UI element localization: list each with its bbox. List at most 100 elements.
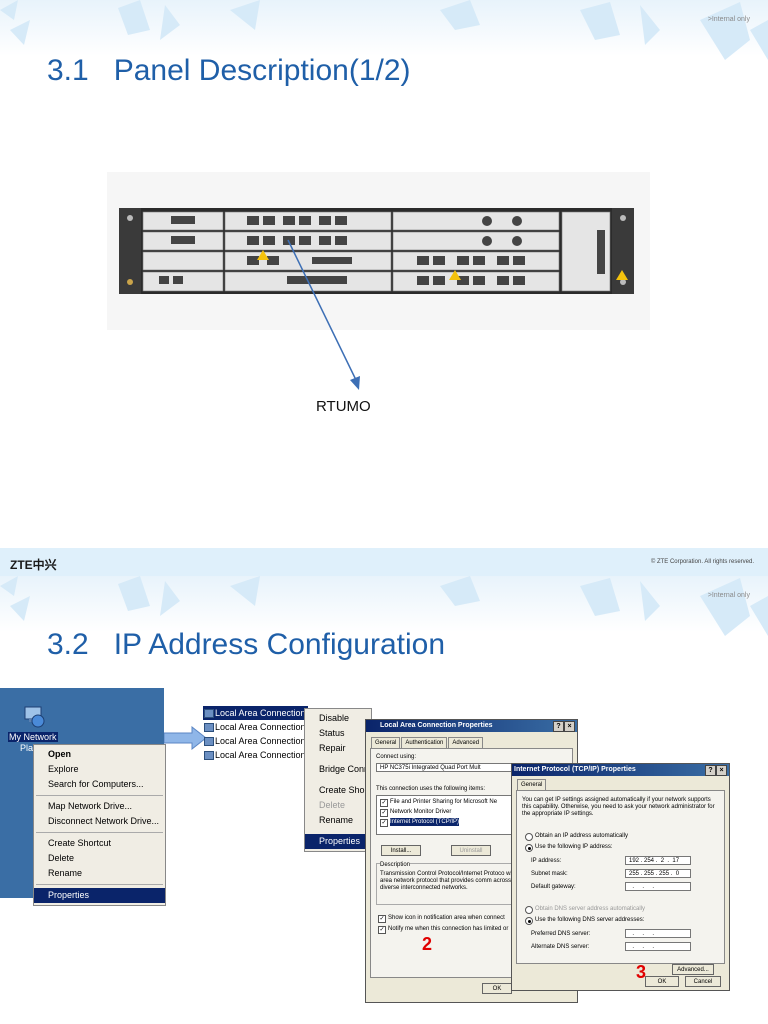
ip-address-field[interactable]: 192 . 254 . 2 . 17 bbox=[625, 856, 691, 865]
menu-delete[interactable]: Delete bbox=[48, 853, 75, 863]
my-network-label[interactable]: My Network bbox=[8, 732, 58, 742]
tab-general[interactable]: General bbox=[371, 737, 401, 749]
connect-using-label: Connect using: bbox=[376, 754, 417, 760]
lan-ok-button[interactable]: OK bbox=[482, 983, 512, 994]
ip-intro-text: You can get IP settings assigned automat… bbox=[522, 797, 715, 817]
menu-separator bbox=[36, 832, 163, 833]
item-checkbox[interactable]: ✓ bbox=[380, 799, 388, 807]
menu-separator bbox=[36, 795, 163, 796]
obtain-dns-label: Obtain DNS server address automatically bbox=[535, 906, 646, 912]
items-label: This connection uses the following items… bbox=[376, 786, 486, 792]
menu-create-shortcut[interactable]: Create Shor bbox=[319, 785, 368, 795]
step-arrow-icon bbox=[164, 726, 207, 750]
connection-item[interactable]: Local Area Connection bbox=[203, 748, 308, 762]
desktop-screenshot: My Network Pla Open Explore Search for C… bbox=[0, 688, 166, 906]
ip-dialog-title: Internet Protocol (TCP/IP) Properties bbox=[514, 766, 636, 773]
ip-ok-button[interactable]: OK bbox=[645, 976, 679, 987]
alternate-dns-field[interactable]: . . . bbox=[625, 942, 691, 951]
tcpip-properties-dialog: Internet Protocol (TCP/IP) Properties ? … bbox=[511, 763, 730, 991]
step-number-3: 3 bbox=[636, 962, 647, 982]
ip-cancel-button[interactable]: Cancel bbox=[685, 976, 721, 987]
obtain-ip-radio[interactable] bbox=[525, 833, 533, 841]
connection-context-menu: Disable Status Repair Bridge Conn Create… bbox=[304, 708, 372, 852]
advanced-button[interactable]: Advanced... bbox=[672, 964, 714, 975]
menu-properties[interactable]: Properties bbox=[34, 888, 165, 903]
menu-disconnect-drive[interactable]: Disconnect Network Drive... bbox=[48, 816, 160, 826]
connection-item[interactable]: Local Area Connection bbox=[203, 734, 308, 748]
uninstall-button: Uninstall bbox=[451, 845, 491, 856]
snowflake-decoration-icon bbox=[0, 576, 768, 636]
menu-create-shortcut[interactable]: Create Shortcut bbox=[48, 838, 112, 848]
item-checkbox[interactable]: ✓ bbox=[380, 809, 388, 817]
alternate-dns-label: Alternate DNS server: bbox=[531, 944, 590, 950]
slide-panel-description: >Internal only 3.1 Panel Description(1/2… bbox=[0, 0, 768, 576]
item-file-sharing[interactable]: File and Printer Sharing for Microsoft N… bbox=[390, 799, 498, 805]
connection-item[interactable]: Local Area Connection bbox=[203, 720, 308, 734]
gateway-label: Default gateway: bbox=[531, 884, 576, 890]
step-number-2: 2 bbox=[422, 934, 433, 954]
desktop-context-menu: Open Explore Search for Computers... Map… bbox=[33, 744, 166, 906]
menu-delete: Delete bbox=[319, 800, 346, 810]
use-ip-label: Use the following IP address: bbox=[535, 844, 613, 850]
menu-status[interactable]: Status bbox=[319, 728, 345, 738]
network-places-icon[interactable] bbox=[22, 704, 46, 728]
menu-explore[interactable]: Explore bbox=[48, 764, 79, 774]
page-title: 3.2 IP Address Configuration bbox=[47, 628, 446, 661]
menu-rename[interactable]: Rename bbox=[319, 815, 354, 825]
menu-properties[interactable]: Properties bbox=[305, 834, 371, 849]
menu-separator bbox=[36, 884, 163, 885]
menu-disable[interactable]: Disable bbox=[319, 713, 350, 723]
description-label: Description bbox=[380, 861, 411, 869]
connection-item[interactable]: Local Area Connection bbox=[203, 706, 308, 720]
tab-advanced[interactable]: Advanced bbox=[448, 737, 484, 749]
internal-only-note: >Internal only bbox=[707, 16, 750, 23]
use-dns-radio[interactable] bbox=[525, 917, 533, 925]
help-icon[interactable]: ? bbox=[705, 765, 716, 776]
device-chassis-image bbox=[107, 172, 650, 330]
close-icon[interactable]: × bbox=[564, 721, 575, 732]
menu-open[interactable]: Open bbox=[48, 749, 72, 759]
item-checkbox[interactable]: ✓ bbox=[380, 819, 388, 827]
notify-checkbox[interactable]: ✓ bbox=[378, 926, 386, 934]
zte-logo: ZTE中兴 bbox=[10, 558, 57, 572]
internal-only-note: >Internal only bbox=[707, 592, 750, 599]
ip-address-label: IP address: bbox=[531, 858, 562, 864]
obtain-ip-label: Obtain an IP address automatically bbox=[535, 833, 628, 839]
slide-ip-configuration: >Internal only 3.2 IP Address Configurat… bbox=[0, 576, 768, 1024]
install-button[interactable]: Install... bbox=[381, 845, 421, 856]
use-dns-label: Use the following DNS server addresses: bbox=[535, 917, 645, 923]
show-icon-checkbox[interactable]: ✓ bbox=[378, 915, 386, 923]
menu-rename[interactable]: Rename bbox=[48, 868, 83, 878]
close-icon[interactable]: × bbox=[716, 765, 727, 776]
item-tcpip[interactable]: Internet Protocol (TCP/IP) bbox=[390, 818, 460, 826]
ip-dialog-tabs: General bbox=[517, 778, 547, 791]
tab-general[interactable]: General bbox=[517, 779, 547, 791]
description-text: Transmission Control Protocol/Internet P… bbox=[380, 871, 519, 891]
ip-general-panel: You can get IP settings assigned automat… bbox=[516, 790, 725, 964]
use-ip-radio[interactable] bbox=[525, 844, 533, 852]
footer-bar: ZTE中兴 © ZTE Corporation. All rights rese… bbox=[0, 548, 768, 576]
gateway-field[interactable]: . . . bbox=[625, 882, 691, 891]
pointer-arrow-icon bbox=[287, 239, 360, 390]
help-icon[interactable]: ? bbox=[553, 721, 564, 732]
preferred-dns-field[interactable]: . . . bbox=[625, 929, 691, 938]
lan-dialog-title: Local Area Connection Properties bbox=[380, 722, 493, 729]
item-monitor-driver[interactable]: Network Monitor Driver bbox=[390, 809, 452, 815]
ip-dialog-titlebar: Internet Protocol (TCP/IP) Properties ? … bbox=[512, 764, 729, 776]
menu-search-computers[interactable]: Search for Computers... bbox=[48, 779, 144, 789]
menu-map-drive[interactable]: Map Network Drive... bbox=[48, 801, 133, 811]
items-list: ✓ File and Printer Sharing for Microsoft… bbox=[376, 795, 528, 835]
show-icon-label: Show icon in notification area when conn… bbox=[388, 915, 505, 921]
snowflake-decoration-icon bbox=[0, 0, 768, 60]
subnet-mask-field[interactable]: 255 . 255 . 255 . 0 bbox=[625, 869, 691, 878]
lan-dialog-titlebar: Local Area Connection Properties ? × bbox=[366, 720, 577, 732]
obtain-dns-radio bbox=[525, 906, 533, 914]
adapter-field: HP NC375i Integrated Quad Port Mult bbox=[376, 763, 526, 772]
tab-authentication[interactable]: Authentication bbox=[401, 737, 448, 749]
menu-repair[interactable]: Repair bbox=[319, 743, 346, 753]
page-title: 3.1 Panel Description(1/2) bbox=[47, 54, 411, 87]
menu-bridge[interactable]: Bridge Conn bbox=[319, 764, 370, 774]
my-network-label-line2: Pla bbox=[20, 743, 34, 753]
preferred-dns-label: Preferred DNS server: bbox=[531, 931, 591, 937]
